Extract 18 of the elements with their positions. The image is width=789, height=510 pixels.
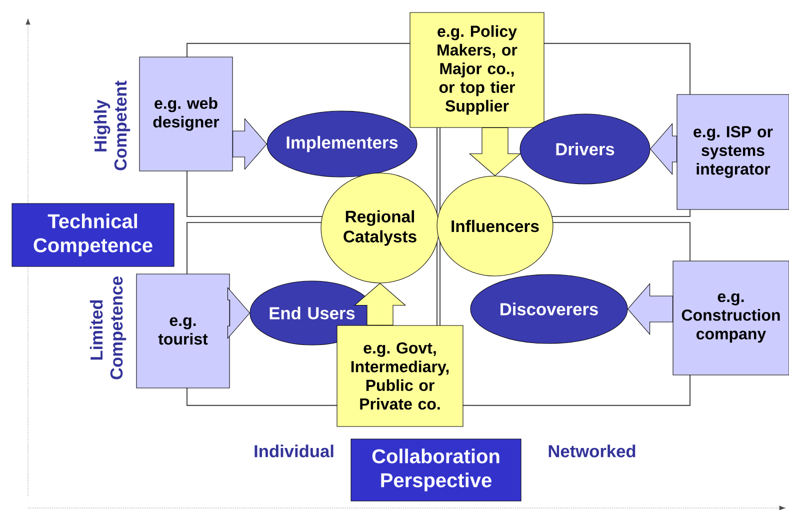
block-arrow	[468, 127, 522, 176]
callout-box: e.g. Govt, Intermediary, Public or Private co.	[336, 325, 464, 427]
block-arrow	[627, 282, 673, 336]
block-arrow	[232, 118, 268, 170]
axis-label: Individual	[254, 444, 334, 458]
callout-box: e.g. Policy Makers, or Major co., or top tier Supplier	[410, 12, 544, 128]
axis-label: Limited Competence	[90, 276, 126, 380]
callout-box: e.g. tourist	[136, 274, 230, 388]
block-arrow	[650, 122, 677, 176]
axis-label: Networked	[548, 444, 636, 458]
heading-box: Technical Competence	[12, 203, 174, 267]
block-arrow	[227, 286, 250, 340]
callout-box: e.g. web designer	[139, 56, 233, 172]
callout-box: e.g. ISP or systems integrator	[676, 94, 789, 210]
block-arrow	[354, 282, 406, 326]
axis-label: Highly Competent	[94, 80, 130, 170]
heading-box: Collaboration Perspective	[350, 438, 522, 502]
callout-box: e.g. Construction company	[672, 260, 789, 376]
